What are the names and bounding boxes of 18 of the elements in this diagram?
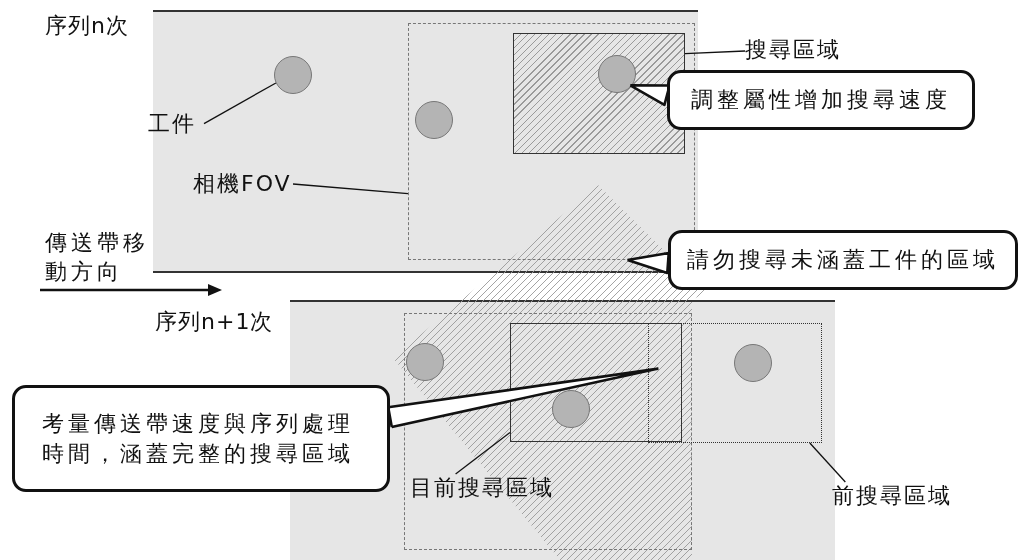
leader-line	[684, 50, 746, 55]
leader-line	[203, 82, 277, 125]
callout-bubble: 調整屬性增加搜尋速度	[667, 70, 975, 130]
sequence-label: 序列n次	[45, 12, 129, 40]
part-label: 前搜尋區域	[832, 482, 980, 512]
callout-bubble: 請勿搜尋未涵蓋工件的區域	[668, 230, 1018, 290]
sequence-label: 序列n+1次	[155, 308, 274, 336]
callout-bubble: 考量傳送帶速度與序列處理時間，涵蓋完整的搜尋區域	[12, 385, 390, 492]
callout-pointer	[626, 251, 671, 275]
part-label: 搜尋區域	[745, 36, 837, 66]
leader-line	[292, 183, 409, 195]
part-label: 相機FOV	[193, 170, 293, 198]
part-label: 目前搜尋區域	[410, 474, 562, 504]
part-label: 工件	[148, 110, 204, 144]
search-area-box	[513, 33, 685, 154]
leader-line	[809, 442, 846, 483]
direction-label: 傳送帶移動方向	[45, 229, 149, 286]
previous-search-area-box	[648, 323, 822, 443]
